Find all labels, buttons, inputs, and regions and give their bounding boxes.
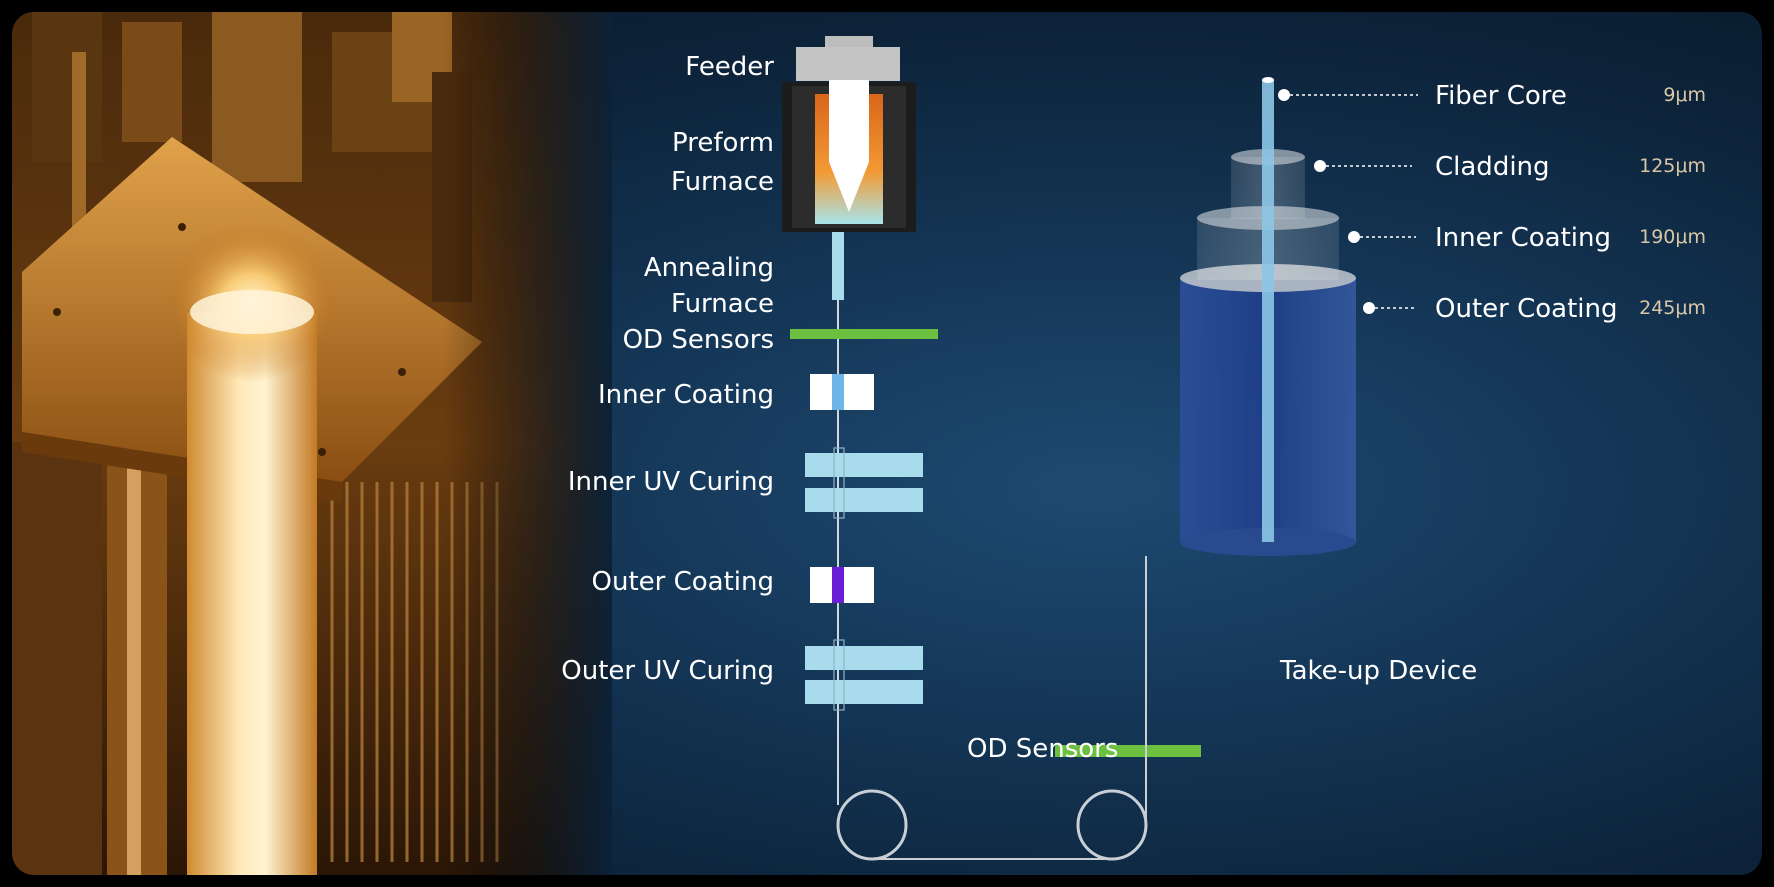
od-sensor-bottom-bar <box>1055 745 1201 757</box>
outer-coating-die <box>810 567 874 603</box>
label-inner-coating-layer: Inner Coating <box>1435 223 1611 253</box>
capstan-pulleys <box>836 789 1148 861</box>
size-cladding: 125μm <box>1639 155 1706 177</box>
label-od-sensors-top: OD Sensors <box>622 325 774 355</box>
annealing-furnace-tube <box>832 232 844 300</box>
fiber-layers-cylinder <box>1180 77 1356 556</box>
label-cladding: Cladding <box>1435 152 1550 182</box>
feeder-unit <box>796 36 900 81</box>
size-outer-coating: 245μm <box>1639 297 1706 319</box>
label-outer-coating: Outer Coating <box>591 567 774 597</box>
size-fiber-core: 9μm <box>1663 84 1706 106</box>
inner-coating-die <box>810 374 874 410</box>
label-annealing-furnace-line2: Furnace <box>671 289 774 319</box>
label-preform-furnace-line2: Furnace <box>671 167 774 197</box>
label-annealing-furnace-line1: Annealing <box>643 253 774 283</box>
od-sensor-top-bar <box>790 329 938 339</box>
label-inner-coating: Inner Coating <box>598 380 774 410</box>
fiber-path-return <box>872 556 1147 860</box>
label-outer-coating-layer: Outer Coating <box>1435 294 1618 324</box>
label-preform-furnace-line1: Preform <box>672 128 774 158</box>
outer-uv-curing-lamps <box>805 639 923 711</box>
label-od-sensors-bottom: OD Sensors <box>967 734 1119 764</box>
process-diagram <box>782 36 1418 861</box>
layer-leader-dots <box>1278 89 1375 314</box>
layer-leader-lines <box>1284 94 1418 309</box>
label-outer-uv-curing: Outer UV Curing <box>561 656 774 686</box>
label-take-up-device: Take-up Device <box>1280 656 1478 686</box>
label-inner-uv-curing: Inner UV Curing <box>567 467 774 497</box>
preform-furnace <box>782 80 916 232</box>
diagram-frame: Feeder Preform Furnace Annealing Furnace… <box>12 12 1762 875</box>
label-feeder: Feeder <box>685 52 774 82</box>
size-inner-coating: 190μm <box>1639 226 1706 248</box>
draw-tower-photo <box>12 12 612 875</box>
label-fiber-core: Fiber Core <box>1435 81 1567 111</box>
inner-uv-curing-lamps <box>805 447 923 519</box>
